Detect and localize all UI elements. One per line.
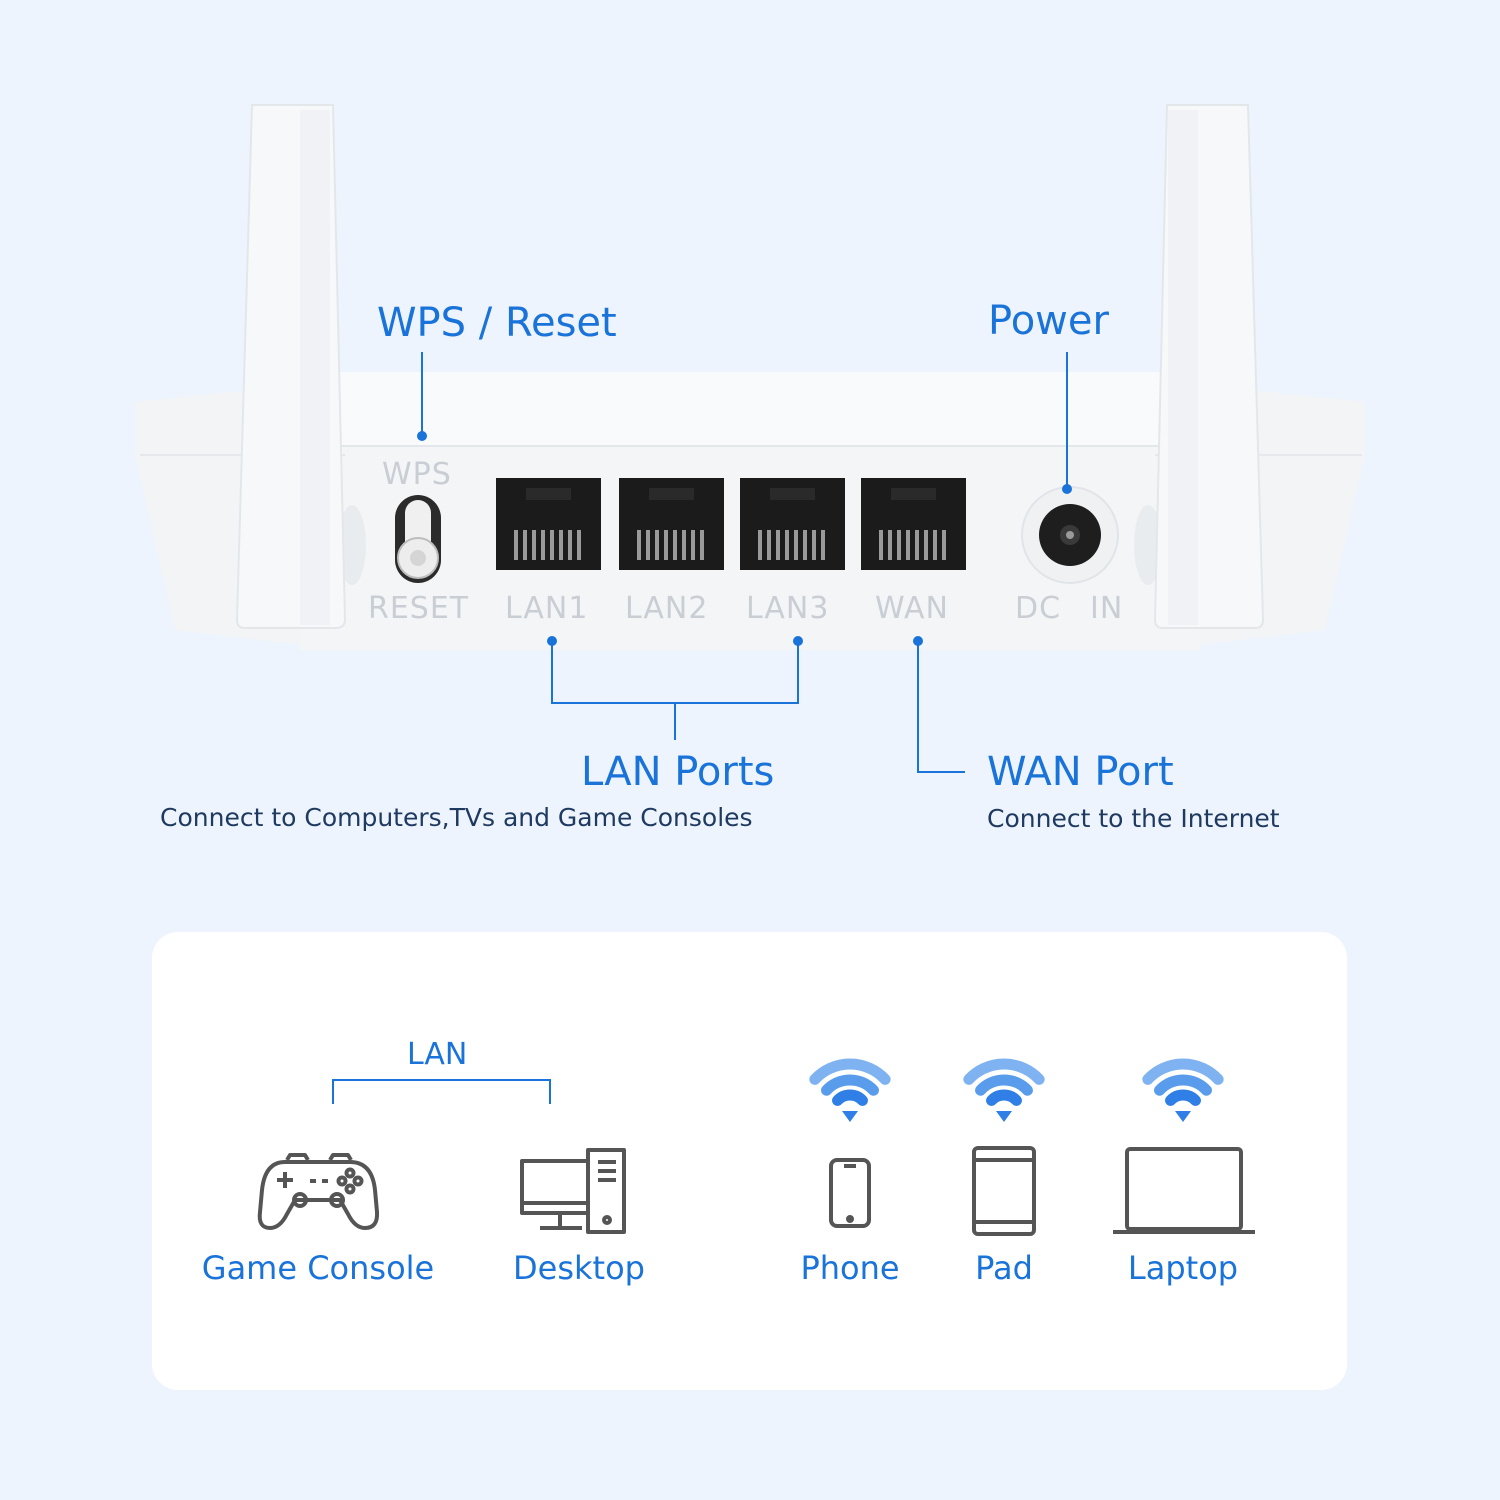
device-label-desktop: Desktop <box>513 1249 645 1287</box>
label-in: IN <box>1090 591 1124 626</box>
ethernet-port-lan1 <box>496 478 601 570</box>
dot-lan3 <box>793 636 803 646</box>
ethernet-port-lan2 <box>619 478 724 570</box>
label-dc: DC <box>1015 591 1062 626</box>
device-label-pad: Pad <box>975 1249 1033 1287</box>
callout-lan-ports: LAN Ports <box>581 749 775 795</box>
callout-power: Power <box>988 298 1109 344</box>
callout-lan-ports-desc: Connect to Computers,TVs and Game Consol… <box>160 803 753 832</box>
wps-reset-button <box>395 495 441 583</box>
callout-wan-port-desc: Connect to the Internet <box>987 804 1280 833</box>
callout-wan-port: WAN Port <box>987 749 1174 795</box>
router-illustration <box>140 104 1362 773</box>
device-label-phone: Phone <box>800 1249 900 1287</box>
ethernet-port-wan <box>861 478 966 570</box>
lan-group-label: LAN <box>407 1037 468 1072</box>
dot-lan1 <box>547 636 557 646</box>
dc-power-jack <box>1021 486 1119 584</box>
device-label-game-console: Game Console <box>201 1249 435 1287</box>
connection-card <box>152 932 1347 1390</box>
callout-wps-reset: WPS / Reset <box>377 300 617 346</box>
label-lan1: LAN1 <box>505 591 589 626</box>
ethernet-port-lan3 <box>740 478 845 570</box>
label-lan3: LAN3 <box>746 591 830 626</box>
dot-wan <box>913 636 923 646</box>
label-lan2: LAN2 <box>625 591 709 626</box>
device-label-laptop: Laptop <box>1127 1249 1239 1287</box>
dot-wps <box>417 431 427 441</box>
label-wan: WAN <box>875 591 949 626</box>
label-reset: RESET <box>368 591 470 626</box>
router-body-top <box>300 372 1200 447</box>
callout-leaders <box>421 352 1068 773</box>
label-wps: WPS <box>382 457 452 492</box>
dot-power <box>1062 484 1072 494</box>
